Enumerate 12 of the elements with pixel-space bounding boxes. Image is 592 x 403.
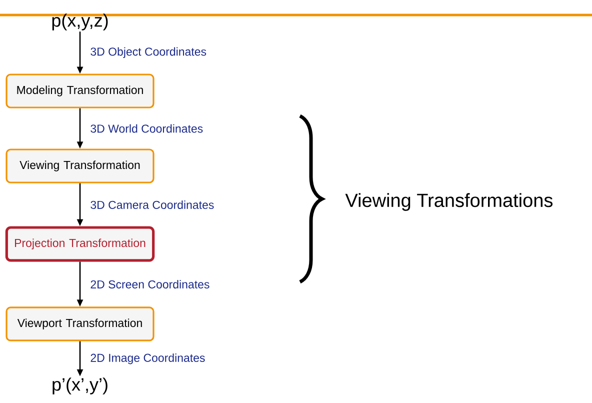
process-box: Projection Transformation <box>5 226 155 262</box>
edge-label: 2D Image Coordinates <box>90 353 205 364</box>
edge-label: 2D Screen Coordinates <box>90 280 210 288</box>
point-label: p(x,y,z) <box>52 14 108 30</box>
edge-label: 3D Camera Coordinates <box>90 200 214 209</box>
edge-label: 3D Object Coordinates <box>90 47 206 58</box>
group-label: Viewing Transformations <box>345 193 553 211</box>
edge-label: 3D World Coordinates <box>90 124 203 133</box>
process-box: Viewport Transformation <box>6 306 154 342</box>
process-box: Viewing Transformation <box>6 148 154 184</box>
process-box: Modeling Transformation <box>6 74 154 108</box>
point-label: p’(x’,y’) <box>52 378 108 394</box>
